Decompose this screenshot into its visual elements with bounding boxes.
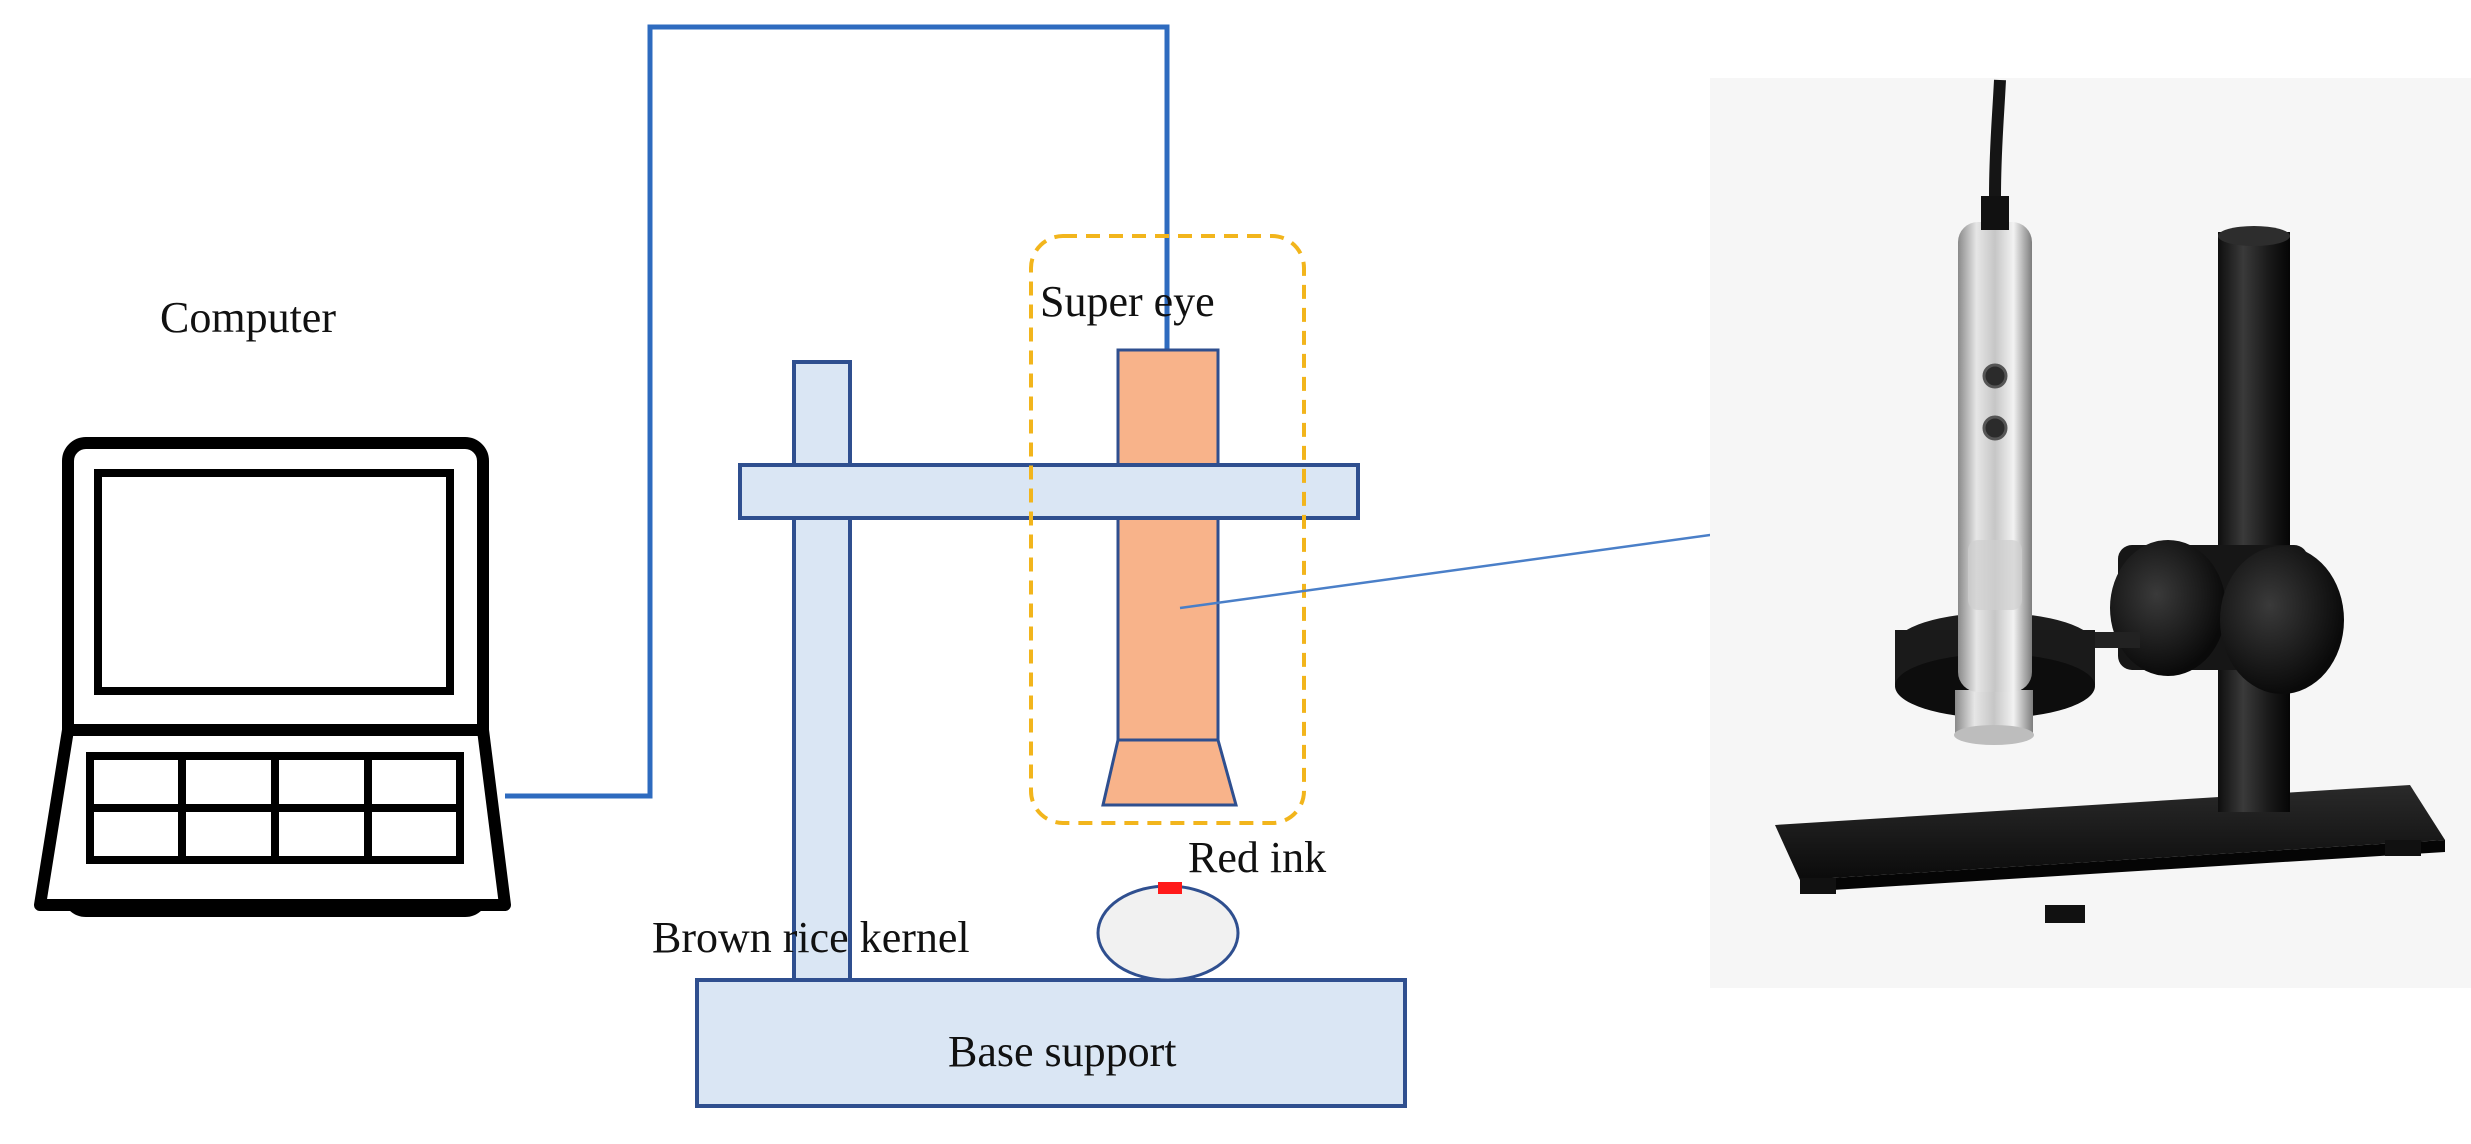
red-ink-label: Red ink xyxy=(1188,833,1327,882)
red-ink-mark xyxy=(1158,882,1182,894)
brown-rice-kernel-label: Brown rice kernel xyxy=(652,913,970,962)
computer-label: Computer xyxy=(160,293,336,342)
stand-arm xyxy=(738,463,1360,520)
super-eye-camera xyxy=(1116,348,1220,742)
super-eye-label: Super eye xyxy=(1040,277,1215,326)
laptop-icon xyxy=(34,437,511,917)
usb-cable xyxy=(505,24,1170,799)
stand-pole xyxy=(792,360,852,982)
super-eye-lens xyxy=(1101,738,1238,807)
super-eye-highlight-box xyxy=(1029,234,1306,825)
microscope-photo xyxy=(1710,78,2471,988)
base-support xyxy=(695,978,1407,1108)
base-support-label: Base support xyxy=(948,1027,1177,1076)
brown-rice-kernel xyxy=(1096,884,1240,982)
